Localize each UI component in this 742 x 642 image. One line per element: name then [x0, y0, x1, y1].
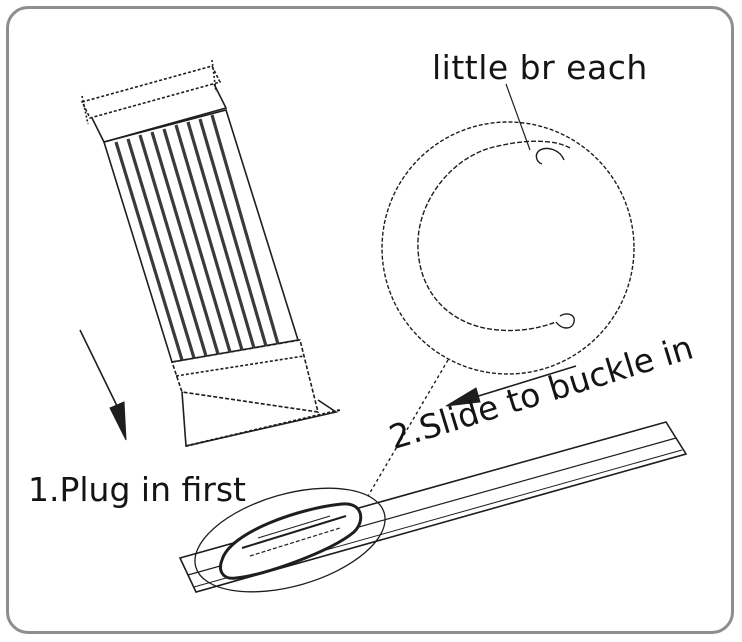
watch-strap — [80, 59, 341, 447]
arrow-left-icon — [445, 365, 577, 407]
callout-circle — [367, 83, 635, 497]
frame-border — [6, 6, 734, 634]
step1-label: 1.Plug in first — [28, 470, 246, 509]
buckle-bar — [178, 421, 688, 593]
callout-label: little br each — [432, 48, 648, 87]
strap-ribs — [114, 114, 280, 361]
arrow-down-icon — [79, 329, 127, 441]
